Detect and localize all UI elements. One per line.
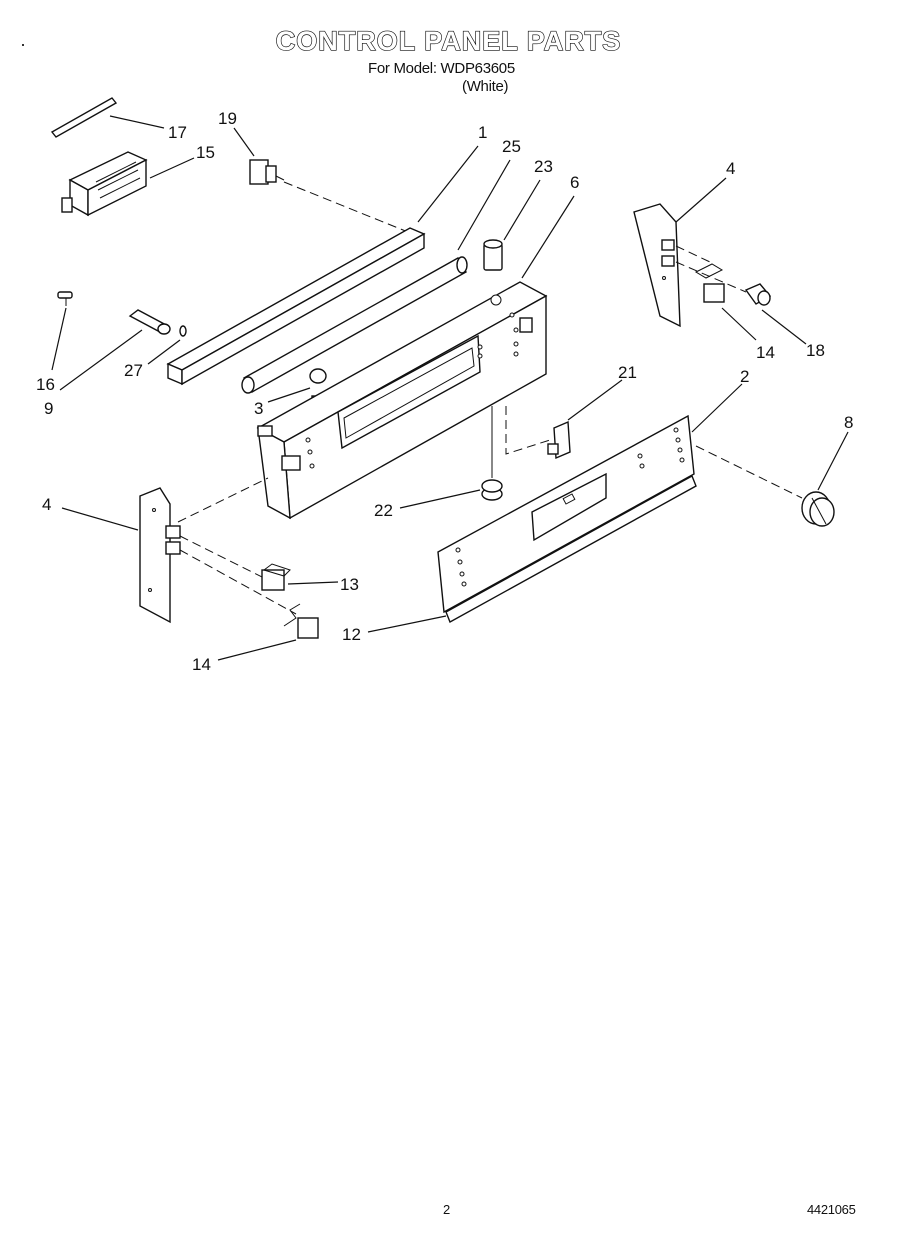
part-13-switch: [261, 563, 291, 591]
callout-14-right: 14: [756, 343, 775, 362]
callout-4-right: 4: [726, 159, 735, 178]
corner-mark: [22, 44, 24, 46]
part-15-control-board: [61, 151, 148, 217]
callout-4-left: 4: [42, 495, 51, 514]
part-6-console: [256, 281, 548, 520]
part-17-strip: [50, 97, 118, 138]
callout-21: 21: [618, 363, 637, 382]
callout-16: 16: [36, 375, 55, 394]
callout-3: 3: [254, 399, 263, 418]
callout-13: 13: [340, 575, 359, 594]
part-9-thermostat: [128, 309, 171, 335]
part-1-trim-bar: [166, 227, 426, 386]
callout-23: 23: [534, 157, 553, 176]
callout-14-bottom: 14: [192, 655, 211, 674]
color-line: (White): [462, 78, 509, 95]
callout-18: 18: [806, 341, 825, 360]
part-25-light-tube: [241, 256, 468, 394]
part-21-clip: [547, 420, 571, 460]
part-8-knob: [801, 491, 835, 527]
callout-15: 15: [196, 143, 215, 162]
callout-17: 17: [168, 123, 187, 142]
callout-22: 22: [374, 501, 393, 520]
callout-12: 12: [342, 625, 361, 644]
part-14-bracket-right: [694, 263, 725, 303]
callout-27: 27: [124, 361, 143, 380]
callout-6: 6: [570, 173, 579, 192]
part-4-end-cap-left: [139, 487, 181, 624]
part-14-bracket-bottom: [283, 603, 319, 639]
page-title: CONTROL PANEL PARTS: [275, 25, 622, 56]
callout-labels: 17 15 19 1 25 23 6 4 16 9 27 3 14 18 21 …: [36, 109, 853, 674]
part-18-switch: [744, 283, 772, 306]
part-12-trim-strip: [445, 475, 697, 623]
part-27-ring: [179, 325, 187, 337]
callout-8: 8: [844, 413, 853, 432]
part-23-cylinder: [483, 239, 503, 271]
part-22-knob-base: [481, 406, 503, 501]
callout-2: 2: [740, 367, 749, 386]
callout-9: 9: [44, 399, 53, 418]
document-number: 4421065: [807, 1202, 856, 1217]
part-19-switch: [249, 159, 285, 185]
callout-1: 1: [478, 123, 487, 142]
leader-lines: [51, 115, 849, 661]
callout-19: 19: [218, 109, 237, 128]
page-number: 2: [443, 1202, 451, 1217]
part-16-screw: [57, 291, 73, 306]
part-2-control-panel: [437, 414, 695, 614]
callout-25: 25: [502, 137, 521, 156]
part-4-end-cap-right: [633, 203, 681, 328]
model-line: For Model: WDP63605: [368, 60, 515, 77]
header: CONTROL PANEL PARTS: [0, 25, 897, 57]
